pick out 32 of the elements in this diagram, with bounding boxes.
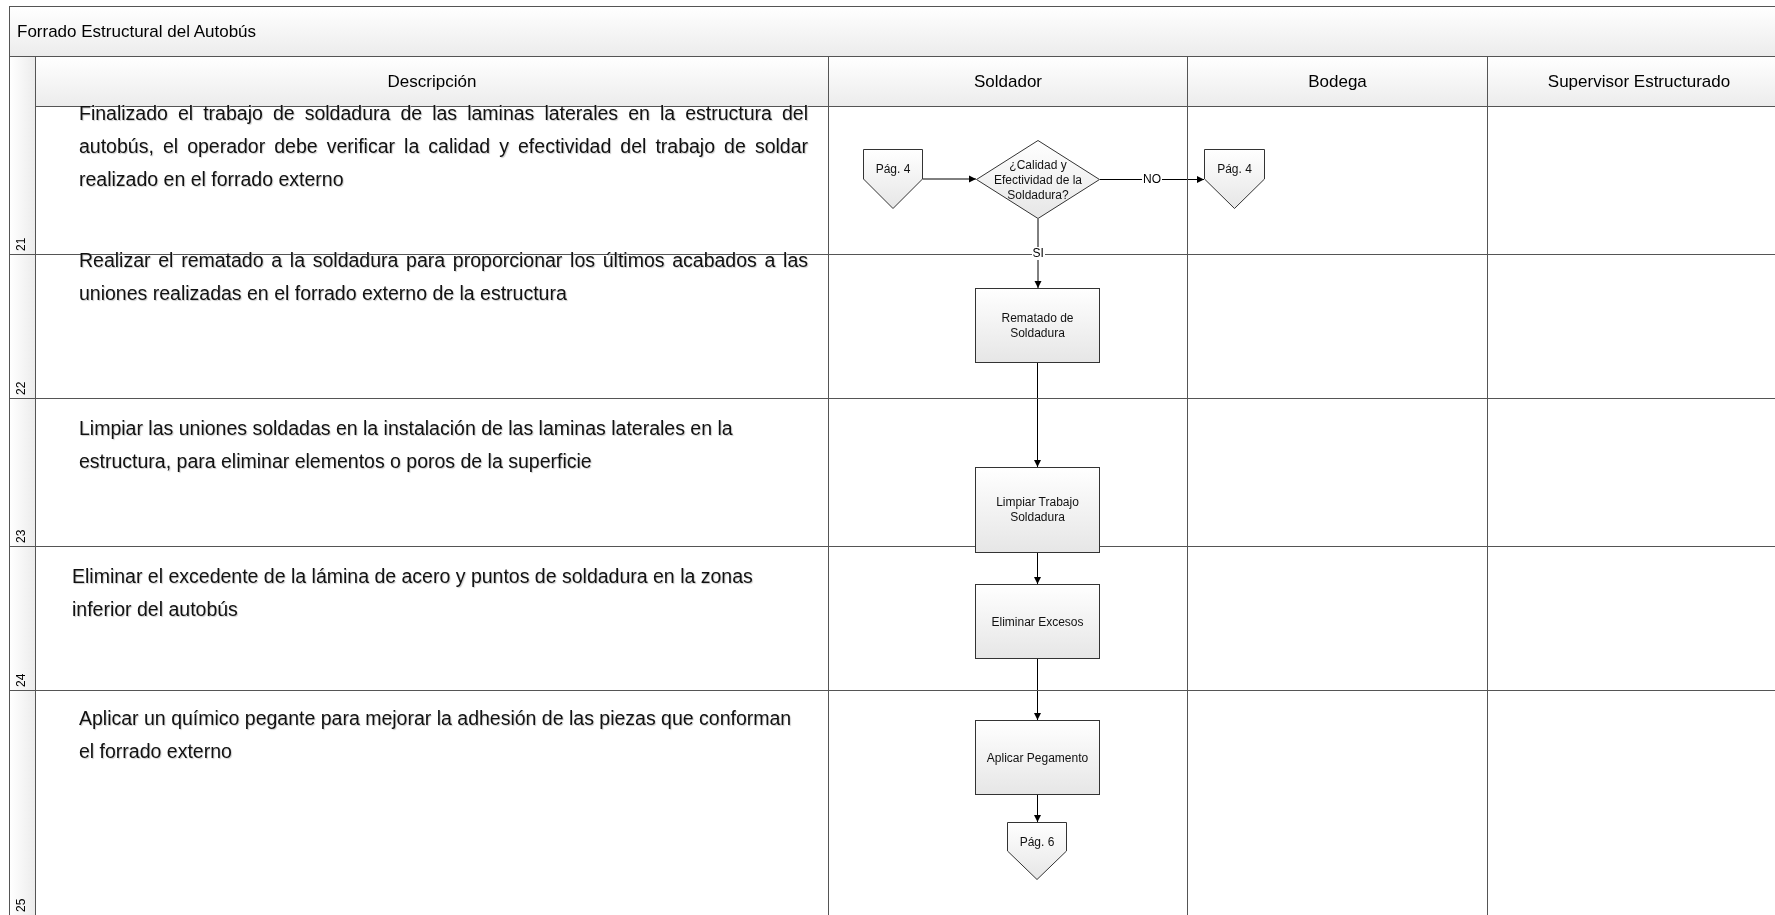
arrow xyxy=(1034,552,1041,585)
node-label: Aplicar Pegamento xyxy=(985,750,1090,765)
arrow xyxy=(1034,362,1041,468)
row-number: 24 xyxy=(14,673,28,687)
node-label: ¿Calidad y Efectividad de la Soldadura? xyxy=(992,157,1084,202)
process-box xyxy=(975,467,1100,553)
node-label: Pág. 6 xyxy=(1018,834,1056,850)
row-number: 21 xyxy=(14,237,28,251)
process-box xyxy=(975,584,1100,659)
node-label: Pág. 4 xyxy=(874,162,912,178)
off-page-connector xyxy=(863,149,923,209)
description-text: Realizar el rematado a la soldadura para proporcionar los últimos acabados a las uniones realizadas en el forrado externo de la estructura xyxy=(79,248,808,306)
row-number: 25 xyxy=(14,898,28,912)
arrow xyxy=(1034,794,1041,823)
row-number: 22 xyxy=(14,381,28,395)
row-number: 23 xyxy=(14,529,28,543)
off-page-connector xyxy=(1007,822,1067,880)
description-text: Eliminar el excedente de la lámina de acero y puntos de soldadura en la zonas inferior del autobús xyxy=(72,564,754,622)
arrow xyxy=(922,175,977,183)
node-label: Pág. 4 xyxy=(1216,162,1253,178)
node-label: Eliminar Excesos xyxy=(990,614,1085,629)
process-box xyxy=(975,288,1100,363)
node-label: Rematado de Soldadura xyxy=(1000,310,1075,341)
process-box xyxy=(975,720,1100,795)
edge-label: SI xyxy=(1031,247,1045,260)
off-page-connector xyxy=(1204,149,1265,209)
description-text: Aplicar un químico pegante para mejorar la adhesión de las piezas que conforman el forrado externo xyxy=(79,706,793,764)
arrow xyxy=(1034,658,1041,721)
node-label: Limpiar Trabajo Soldadura xyxy=(995,495,1080,525)
edge-label: NO xyxy=(1142,173,1162,186)
decision-diamond xyxy=(976,140,1100,219)
description-text: Limpiar las uniones soldadas en la instalación de las laminas laterales en la estructura, para eliminar elementos o poros de la superficie xyxy=(79,416,734,474)
